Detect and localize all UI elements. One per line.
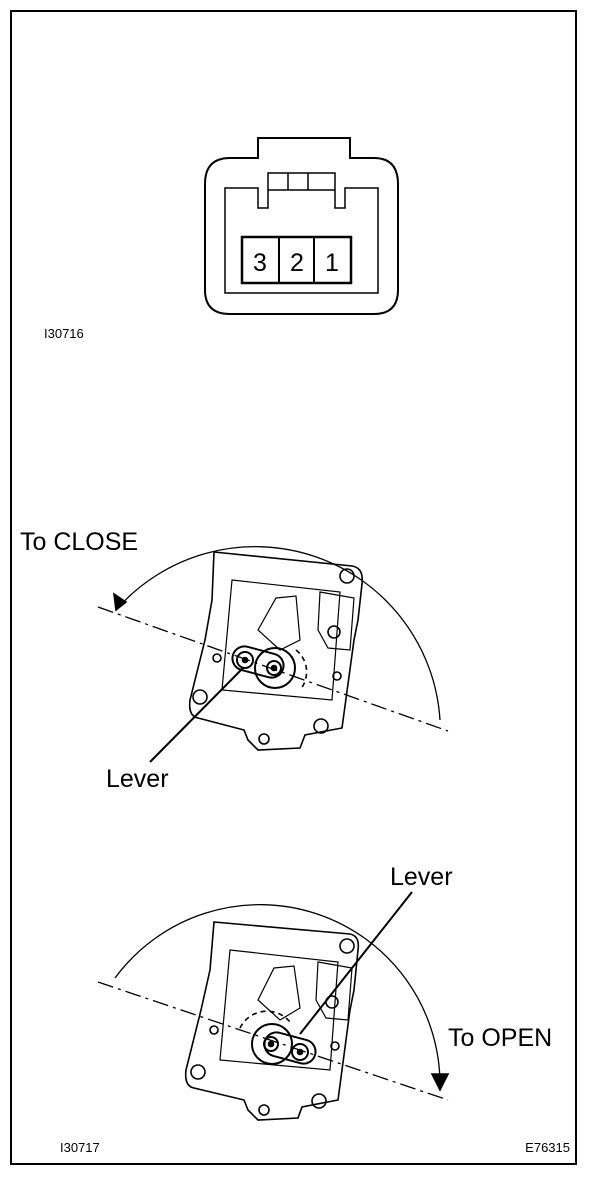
close-motor-body [188, 551, 364, 751]
close-side-bracket [317, 591, 355, 651]
close-mount-hole [313, 718, 329, 734]
open-motor-inner [219, 949, 339, 1071]
terminal-pin-1: 1 [325, 249, 339, 277]
open-direction-arc [114, 904, 441, 1087]
close-arrowhead [112, 592, 128, 612]
open-lever-dashed-ring [239, 1010, 291, 1029]
close-lever-hub [254, 647, 296, 689]
close-mount-hole [212, 653, 222, 663]
close-lever-dashed-ring [295, 649, 308, 691]
open-axis-line [97, 981, 449, 1101]
close-lever-shaft [266, 660, 282, 676]
close-lever-pivot-center [241, 656, 249, 664]
open-arrowhead [430, 1073, 450, 1092]
open-mount-hole [258, 1104, 270, 1116]
open-cam-slot [257, 965, 301, 1021]
open-mount-hole [190, 1064, 206, 1080]
open-lever-label: Lever [390, 863, 453, 891]
close-motor-inner [221, 579, 341, 701]
connector-front-view [204, 137, 399, 315]
terminal-cavity-row [240, 235, 353, 285]
connector-inner-rim [224, 172, 379, 294]
figure-code-servo: I30717 [60, 1140, 100, 1155]
close-lever-shaft-center [270, 664, 278, 672]
open-lever-pivot [291, 1043, 309, 1061]
close-lever-leader [149, 667, 244, 763]
terminal-pin-2: 2 [290, 249, 304, 277]
open-lever-hub [251, 1023, 293, 1065]
open-lever-shaft-center [267, 1040, 275, 1048]
open-mount-hole [330, 1041, 340, 1051]
close-mount-hole [332, 671, 342, 681]
terminal-pin-3: 3 [253, 249, 267, 277]
close-mount-hole [258, 733, 270, 745]
servo-motor-close-view [97, 546, 449, 763]
reference-code: E76315 [525, 1140, 570, 1155]
close-lever-label: Lever [106, 765, 169, 793]
close-mount-hole [192, 689, 208, 705]
close-mount-hole [339, 568, 355, 584]
close-lever-arm [231, 645, 285, 679]
servo-motor-open-view [97, 891, 450, 1121]
open-motor-body [184, 921, 360, 1121]
close-direction-arc [115, 546, 441, 721]
connector-housing [204, 137, 399, 315]
close-direction-label: To CLOSE [20, 528, 138, 556]
open-lever-arm [263, 1031, 317, 1065]
open-mount-hole [339, 938, 355, 954]
open-direction-label: To OPEN [448, 1024, 552, 1052]
sheet-border [10, 10, 577, 1165]
open-mount-hole [311, 1093, 327, 1109]
open-lever-leader [299, 891, 413, 1035]
open-lever-pivot-center [296, 1048, 304, 1056]
open-side-bracket [315, 961, 353, 1021]
figure-code-connector: I30716 [44, 326, 84, 341]
open-mount-hole [209, 1025, 219, 1035]
close-bracket-pin [327, 625, 341, 639]
close-lever-pivot [236, 651, 254, 669]
open-lever-shaft [263, 1036, 279, 1052]
close-cam-slot [257, 595, 301, 651]
